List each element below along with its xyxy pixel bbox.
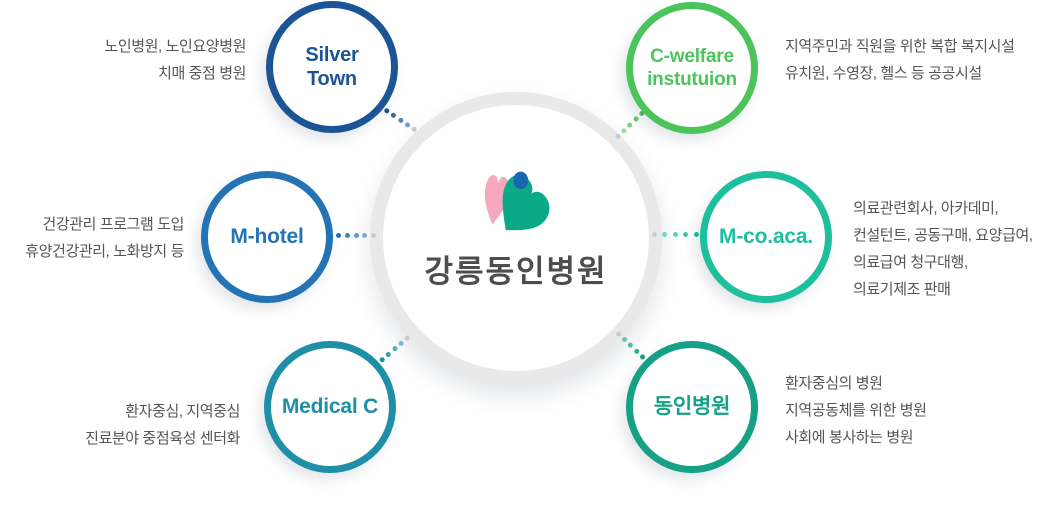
desc-m-co-aca: 의료관련회사, 아카데미, 컨설턴트, 공동구매, 요양급여, 의료급여 청구대… bbox=[853, 195, 1033, 303]
connector-dot bbox=[632, 115, 640, 124]
desc-c-welfare: 지역주민과 직원을 위한 복합 복지시설 유치원, 수영장, 헬스 등 공공시설 bbox=[785, 33, 1015, 87]
center-title: 강릉동인병원 bbox=[424, 253, 608, 289]
connector-dot bbox=[344, 232, 350, 238]
connector-dot bbox=[390, 345, 398, 353]
connector-dot bbox=[362, 232, 368, 238]
desc-line: 노인병원, 노인요양병원 bbox=[104, 38, 246, 55]
desc-line: 환자중심의 병원 bbox=[785, 375, 883, 392]
connector-dot bbox=[384, 350, 392, 358]
node-dongin-hospital-label: 동인병원 bbox=[653, 394, 731, 420]
desc-line: 환자중심, 지역중심 bbox=[125, 403, 240, 420]
desc-line: 지역공동체를 위한 병원 bbox=[785, 402, 927, 419]
logo-blue-dot bbox=[513, 171, 529, 189]
node-label-line: 동인병원 bbox=[653, 395, 731, 419]
desc-medical-c: 환자중심, 지역중심 진료분야 중점육성 센터화 bbox=[30, 398, 240, 452]
hospital-logo-icon bbox=[484, 171, 550, 230]
connector-dot bbox=[390, 111, 398, 119]
connector-dot bbox=[378, 355, 386, 363]
desc-line: 휴양건강관리, 노화방지 등 bbox=[25, 243, 184, 260]
node-label-line: Silver bbox=[305, 43, 359, 66]
logo-pink-petal bbox=[484, 174, 510, 225]
center-content: 강릉동인병원 bbox=[424, 170, 607, 291]
connector-dot bbox=[404, 120, 412, 128]
connector-dot bbox=[371, 232, 376, 238]
node-label-line: instutuion bbox=[647, 69, 737, 90]
node-label-line: C-welfare bbox=[650, 45, 734, 67]
node-medical-c-label: Medical C bbox=[282, 394, 378, 420]
connector-dot bbox=[683, 232, 689, 238]
connector-c-welfare bbox=[614, 110, 647, 141]
connector-medical-c bbox=[378, 334, 411, 363]
node-silver-town: Silver Town bbox=[266, 1, 398, 133]
node-m-hotel-label: M-hotel bbox=[230, 224, 303, 250]
desc-line: 유치원, 수영장, 헬스 등 공공시설 bbox=[785, 65, 982, 82]
connector-dot bbox=[620, 127, 628, 135]
node-label-line: Town bbox=[307, 68, 357, 90]
desc-line: 치매 중점 병원 bbox=[158, 65, 246, 82]
node-c-welfare-label: C-welfare instutuion bbox=[647, 45, 737, 91]
connector-dot bbox=[632, 347, 640, 356]
desc-silver-town: 노인병원, 노인요양병원 치매 중점 병원 bbox=[40, 33, 246, 87]
node-m-co-aca-label: M-co.aca. bbox=[719, 224, 813, 250]
connector-dot bbox=[383, 106, 391, 114]
desc-m-hotel: 건강관리 프로그램 도입 휴양건강관리, 노화방지 등 bbox=[0, 211, 184, 265]
desc-line: 진료분야 중점육성 센터화 bbox=[85, 430, 240, 447]
connector-dot bbox=[397, 116, 405, 124]
logo-green-leaf bbox=[502, 174, 550, 230]
connector-dot bbox=[673, 232, 678, 238]
connector-dot bbox=[626, 342, 634, 350]
connector-dot bbox=[662, 232, 668, 238]
connector-m-hotel bbox=[336, 232, 376, 238]
connector-dot bbox=[614, 330, 622, 338]
node-m-co-aca: M-co.aca. bbox=[700, 171, 832, 303]
desc-line: 컨설턴트, 공동구매, 요양급여, bbox=[853, 227, 1033, 244]
node-dongin-hospital: 동인병원 bbox=[626, 341, 758, 473]
connector-dongin-hospital bbox=[614, 330, 647, 361]
connector-m-co-aca bbox=[652, 232, 699, 238]
desc-line: 지역주민과 직원을 위한 복합 복지시설 bbox=[785, 38, 1015, 55]
desc-line: 건강관리 프로그램 도입 bbox=[42, 216, 184, 233]
connector-dot bbox=[652, 232, 657, 238]
node-label-line: Medical C bbox=[281, 395, 379, 419]
connector-dot bbox=[353, 232, 359, 238]
connector-dot bbox=[694, 232, 699, 238]
connector-dot bbox=[626, 121, 634, 129]
node-label-line: M-co.aca. bbox=[719, 225, 813, 249]
desc-line: 사회에 봉사하는 병원 bbox=[785, 429, 914, 446]
connector-dot bbox=[336, 232, 341, 238]
connector-dot bbox=[397, 339, 405, 347]
desc-line: 의료관련회사, 아카데미, bbox=[853, 200, 999, 217]
desc-line: 의료급여 청구대행, bbox=[853, 254, 968, 271]
node-label-line: M-hotel bbox=[230, 225, 304, 249]
connector-dot bbox=[620, 336, 628, 344]
desc-line: 의료기제조 판매 bbox=[853, 281, 951, 298]
node-silver-town-label: Silver Town bbox=[305, 43, 358, 92]
node-m-hotel: M-hotel bbox=[201, 171, 333, 303]
connector-silver-town bbox=[383, 106, 418, 133]
desc-dongin-hospital: 환자중심의 병원 지역공동체를 위한 병원 사회에 봉사하는 병원 bbox=[785, 370, 927, 451]
node-c-welfare: C-welfare instutuion bbox=[626, 2, 758, 134]
node-medical-c: Medical C bbox=[264, 341, 396, 473]
